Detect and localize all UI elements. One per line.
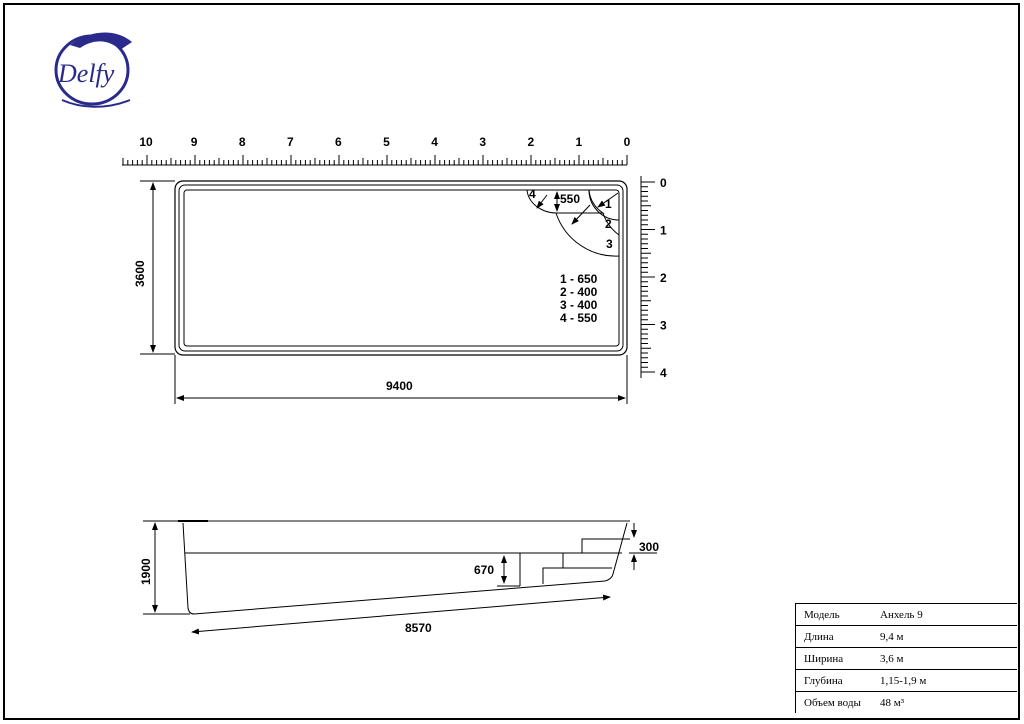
ruler-label: 4 [660,366,667,380]
step-height-dimension: 670 [474,563,494,577]
bench-dimension: 550 [560,192,580,206]
delfy-logo: Delfy [54,32,132,108]
legend-line: 2 - 400 [560,285,598,299]
top-step-dimension: 300 [639,540,659,554]
height-dimension: 3600 [133,260,147,287]
legend-line: 3 - 400 [560,298,598,312]
svg-text:Delfy: Delfy [57,59,115,88]
step-label-4: 4 [529,187,536,201]
ruler-label: 6 [335,135,342,149]
ruler-label: 2 [660,271,667,285]
ruler-label: 0 [624,135,631,149]
right-scale-ruler: 0 1 2 3 4 [640,176,667,380]
width-dimension: 9400 [386,379,413,393]
pool-plan-view [140,180,628,404]
frame-border [3,3,1020,720]
depth-dimension: 1900 [139,558,153,585]
ruler-label: 8 [239,135,246,149]
step-label-3: 3 [606,237,613,251]
ruler-label: 10 [139,135,153,149]
step-label-1: 1 [605,197,612,211]
ruler-label: 2 [527,135,534,149]
length-dimension: 8570 [405,621,432,635]
pool-section-view [143,520,657,635]
ruler-label: 3 [479,135,486,149]
ruler-label: 1 [576,135,583,149]
ruler-label: 1 [660,224,667,238]
ruler-label: 3 [660,319,667,333]
step-label-2: 2 [605,217,612,231]
ruler-label: 0 [660,176,667,190]
legend-line: 4 - 550 [560,311,598,325]
ruler-label: 7 [287,135,294,149]
ruler-label: 9 [191,135,198,149]
ruler-label: 4 [431,135,438,149]
legend-line: 1 - 650 [560,272,598,286]
ruler-label: 5 [383,135,390,149]
